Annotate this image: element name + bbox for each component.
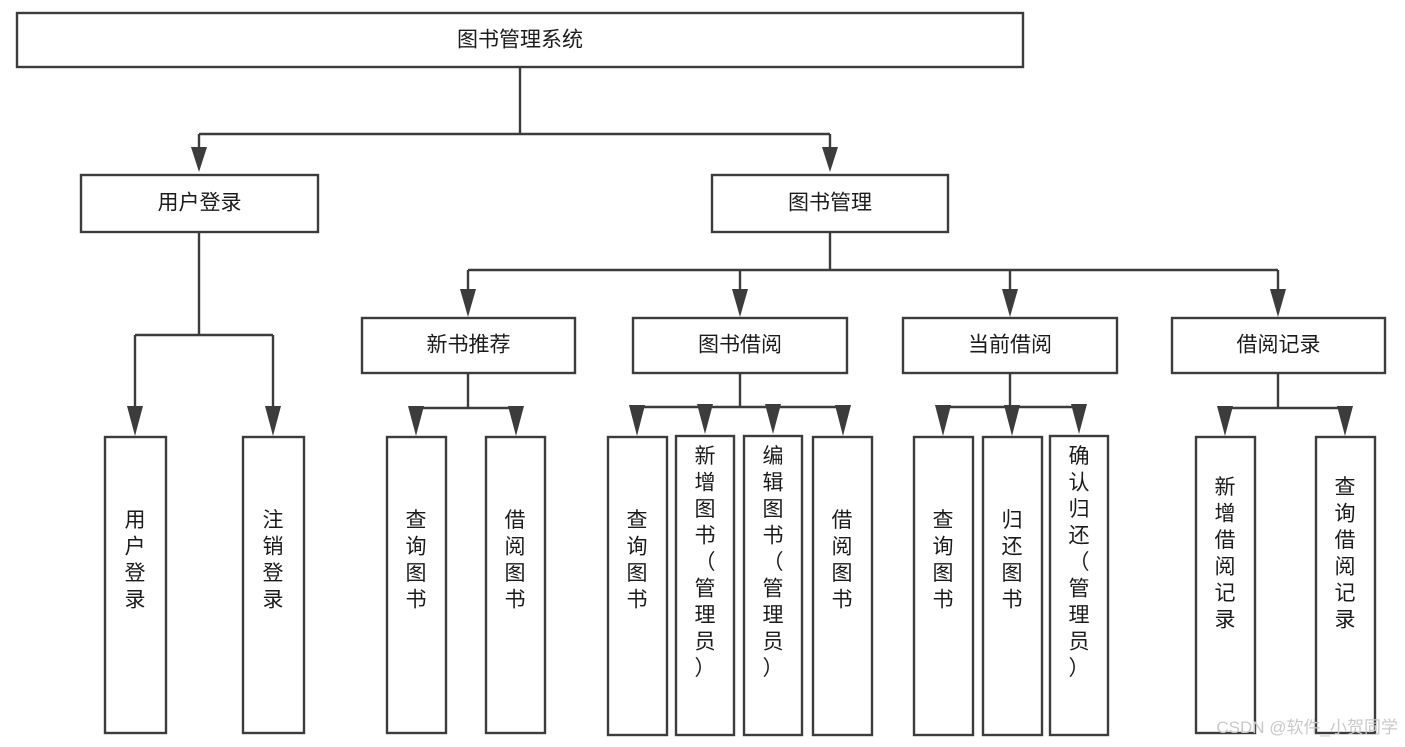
- node-leaf-confirm-return[interactable]: 确认归还（管理员）: [1048, 434, 1110, 737]
- node-book-management-box: [710, 173, 950, 234]
- node-leaf-user-login[interactable]: 用户登录: [103, 435, 168, 735]
- node-user-login-box: [79, 173, 320, 234]
- node-leaf-logout-label: 注销登录: [263, 509, 284, 612]
- arrow-user-login-leaf-1-icon: [127, 406, 143, 436]
- node-leaf-query-book-3-box: [912, 435, 975, 737]
- node-leaf-add-record-box: [1194, 435, 1257, 735]
- arrow-root-to-book-management-icon: [822, 147, 838, 172]
- node-user-login-label: 用户登录: [158, 192, 242, 215]
- connector-group-root: [191, 67, 838, 172]
- connector-group-book-borrow: [629, 373, 851, 436]
- node-leaf-return-book-box: [981, 435, 1044, 737]
- arrow-cb-leaf-3-icon: [1071, 404, 1087, 434]
- arrow-user-login-leaf-2-icon: [265, 406, 281, 436]
- node-leaf-add-record-label: 新增借阅记录: [1215, 476, 1236, 632]
- node-current-borrow[interactable]: 当前借阅: [901, 316, 1119, 375]
- node-new-book-recommend-box: [360, 316, 577, 375]
- node-leaf-logout[interactable]: 注销登录: [241, 435, 306, 735]
- node-book-management-label: 图书管理: [788, 192, 872, 215]
- arrow-cb-leaf-2-icon: [1004, 405, 1020, 436]
- arrow-root-to-user-login-icon: [191, 147, 207, 172]
- node-leaf-confirm-return-box: [1048, 434, 1110, 737]
- node-leaf-query-record[interactable]: 查询借阅记录: [1314, 435, 1377, 735]
- arrow-bb-leaf-2-icon: [697, 404, 713, 434]
- node-leaf-query-book-2-box: [606, 435, 669, 737]
- node-borrow-record-box: [1170, 316, 1387, 375]
- node-book-management[interactable]: 图书管理: [710, 173, 950, 234]
- node-book-borrow-box: [631, 316, 849, 375]
- node-root-system[interactable]: 图书管理系统: [15, 11, 1025, 69]
- node-leaf-query-record-box: [1314, 435, 1377, 735]
- node-current-borrow-box: [901, 316, 1119, 375]
- node-leaf-query-book-2[interactable]: 查询图书: [606, 435, 669, 737]
- node-leaf-borrow-book-1-box: [484, 435, 547, 735]
- arrow-cb-leaf-1-icon: [935, 405, 951, 436]
- node-book-borrow-label: 图书借阅: [698, 334, 782, 357]
- node-leaf-borrow-book-1[interactable]: 借阅图书: [484, 435, 547, 735]
- node-borrow-record-label: 借阅记录: [1237, 334, 1321, 357]
- node-leaf-borrow-book-1-label: 借阅图书: [505, 509, 526, 612]
- node-user-login[interactable]: 用户登录: [79, 173, 320, 234]
- node-leaf-edit-book-label: 编辑图书（管理员）: [763, 445, 784, 680]
- node-new-book-recommend[interactable]: 新书推荐: [360, 316, 577, 375]
- node-leaf-edit-book-box: [742, 434, 804, 737]
- connector-group-current-borrow: [935, 373, 1087, 436]
- arrow-bm-to-current-borrow-icon: [1002, 289, 1018, 317]
- arrow-nbr-leaf-2-icon: [508, 406, 524, 436]
- node-leaf-borrow-book-2[interactable]: 借阅图书: [811, 435, 874, 737]
- node-borrow-record[interactable]: 借阅记录: [1170, 316, 1387, 375]
- connector-group-borrow-record: [1217, 373, 1353, 436]
- node-leaf-edit-book[interactable]: 编辑图书（管理员）: [742, 434, 804, 737]
- node-leaf-add-book[interactable]: 新增图书（管理员）: [674, 434, 736, 737]
- node-leaf-confirm-return-label: 确认归还（管理员）: [1069, 445, 1090, 680]
- arrow-bb-leaf-1-icon: [629, 405, 645, 436]
- node-leaf-query-book-3-label: 查询图书: [933, 509, 954, 612]
- connector-group-book-management: [460, 232, 1286, 317]
- arrow-br-leaf-1-icon: [1217, 406, 1233, 436]
- arrow-bm-to-book-borrow-icon: [732, 289, 748, 317]
- node-leaf-add-book-box: [674, 434, 736, 737]
- node-leaf-borrow-book-2-label: 借阅图书: [832, 509, 853, 612]
- node-leaf-query-book-3[interactable]: 查询图书: [912, 435, 975, 737]
- node-new-book-recommend-label: 新书推荐: [427, 334, 511, 357]
- node-leaf-query-book-1-box: [385, 435, 448, 735]
- node-leaf-user-login-box: [103, 435, 168, 735]
- arrow-nbr-leaf-1-icon: [408, 406, 424, 436]
- node-current-borrow-label: 当前借阅: [968, 334, 1052, 357]
- node-root-label: 图书管理系统: [457, 29, 583, 52]
- connector-group-user-login: [127, 232, 281, 436]
- connector-group-new-book-recommend: [408, 373, 524, 436]
- arrow-bb-leaf-4-icon: [835, 405, 851, 436]
- node-leaf-query-record-label: 查询借阅记录: [1335, 476, 1356, 632]
- node-leaf-user-login-label: 用户登录: [125, 509, 146, 612]
- arrow-bm-to-borrow-record-icon: [1270, 289, 1286, 317]
- node-leaf-query-book-2-label: 查询图书: [627, 509, 648, 612]
- arrow-br-leaf-2-icon: [1337, 406, 1353, 436]
- node-leaf-query-book-1[interactable]: 查询图书: [385, 435, 448, 735]
- arrow-bm-to-new-book-recommend-icon: [460, 289, 476, 317]
- node-leaf-return-book-label: 归还图书: [1002, 509, 1023, 612]
- node-leaf-borrow-book-2-box: [811, 435, 874, 737]
- watermark-label: CSDN @软件_小贺同学: [1216, 718, 1398, 737]
- node-book-borrow[interactable]: 图书借阅: [631, 316, 849, 375]
- node-root-box: [15, 11, 1025, 69]
- node-leaf-add-record[interactable]: 新增借阅记录: [1194, 435, 1257, 735]
- node-leaf-add-book-label: 新增图书（管理员）: [695, 445, 716, 680]
- node-leaf-logout-box: [241, 435, 306, 735]
- node-leaf-query-book-1-label: 查询图书: [406, 509, 427, 612]
- arrow-bb-leaf-3-icon: [765, 404, 781, 434]
- node-leaf-return-book[interactable]: 归还图书: [981, 435, 1044, 737]
